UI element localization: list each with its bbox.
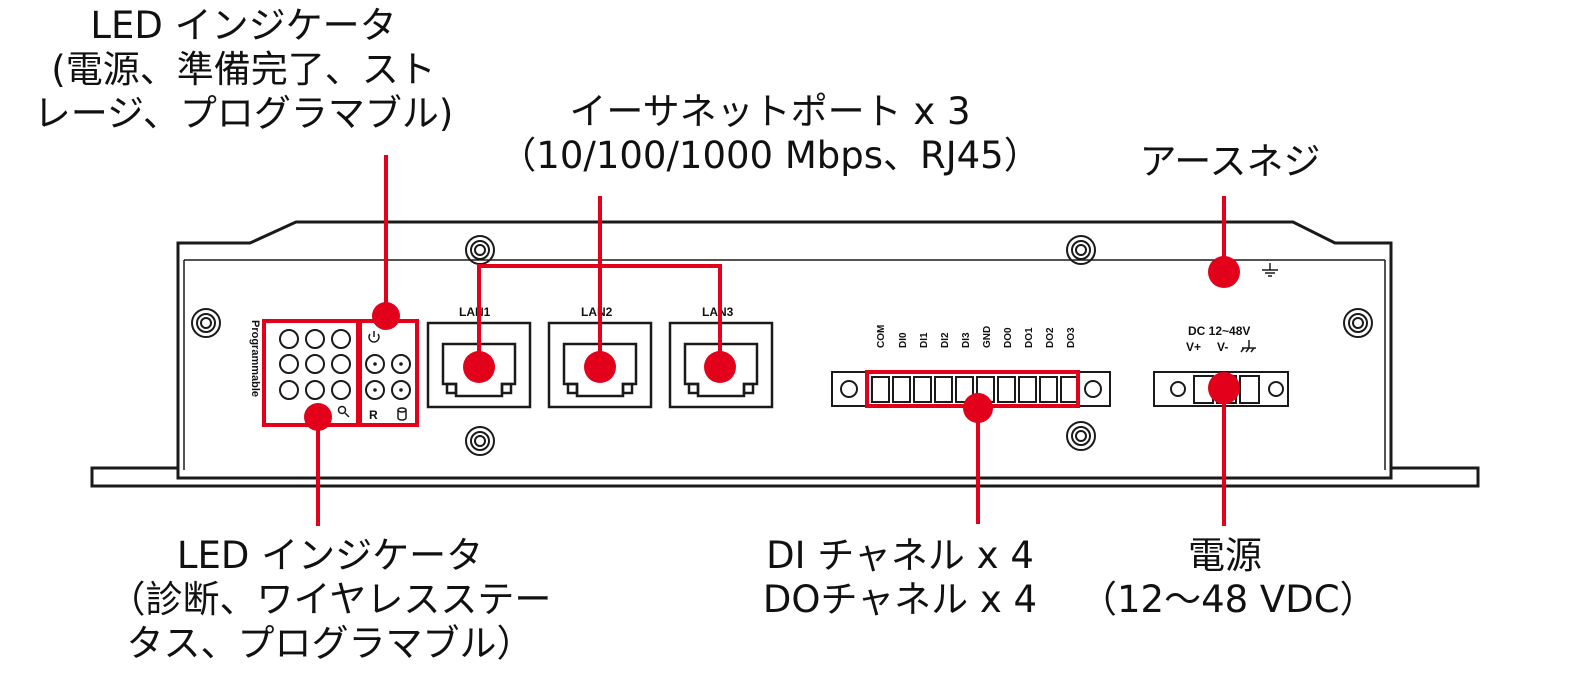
chassis-ground-icon [1240, 340, 1256, 353]
callout-line: タス、プログラマブル） [126, 622, 534, 665]
callout-line: LED インジケータ [90, 4, 397, 47]
screw-icon [1066, 235, 1096, 265]
dio-label: DO0 [1003, 327, 1014, 348]
mount-hole-icon [1170, 381, 1186, 397]
leader-line-ethernet [477, 196, 722, 367]
highlight-dot [304, 403, 332, 431]
led-indicator [279, 380, 299, 400]
device-chassis [176, 220, 1393, 480]
callout-line: レージ、プログラマブル) [33, 92, 454, 135]
highlight-dot [372, 302, 400, 330]
lan2-label: LAN2 [581, 305, 613, 319]
screw-icon [1343, 308, 1373, 338]
mount-hole-icon [1084, 380, 1102, 398]
callout-dio: DI チャネル x 4 DOチャネル x 4 [740, 534, 1060, 622]
status-led-grid [365, 354, 411, 400]
dc-voltage-label: DC 12~48V [1188, 324, 1250, 338]
led-r-label: R [369, 408, 378, 422]
callout-line: （診断、ワイヤレスステー [108, 578, 552, 621]
highlight-dot [463, 351, 495, 383]
highlight-dot [1208, 372, 1240, 404]
lan1-label: LAN1 [459, 305, 491, 319]
callout-line: アースネジ [1139, 140, 1321, 183]
dio-label: DO3 [1066, 327, 1077, 348]
programmable-led-grid [279, 329, 351, 400]
power-icon [368, 331, 380, 343]
programmable-label: Programmable [249, 320, 261, 397]
highlight-dot [1208, 256, 1240, 288]
dio-label: COM [876, 325, 887, 348]
search-icon [337, 405, 350, 418]
callout-led-status: LED インジケータ (電源、準備完了、スト レージ、プログラマブル) [6, 4, 481, 136]
screw-icon [1066, 421, 1096, 451]
led-indicator [365, 354, 385, 374]
callout-line: イーサネットポート x 3 [569, 90, 971, 133]
dc-pin-label: V- [1217, 340, 1228, 354]
dc-pin-label: V+ [1186, 340, 1201, 354]
dio-label: DI0 [898, 332, 909, 348]
screw-icon [191, 308, 221, 338]
mount-hole-icon [1268, 381, 1284, 397]
led-indicator [279, 354, 299, 374]
callout-line: DOチャネル x 4 [762, 578, 1038, 621]
highlight-dots [304, 256, 1240, 431]
lan3-label: LAN3 [702, 305, 734, 319]
screws [191, 235, 1373, 456]
dio-label: DI2 [940, 332, 951, 348]
highlight-dot [963, 393, 993, 423]
callout-power: 電源 （12～48 VDC） [1080, 534, 1377, 622]
callout-line: （12～48 VDC） [1080, 578, 1377, 621]
callout-ethernet: イーサネットポート x 3 （10/100/1000 Mbps、RJ45） [490, 90, 1050, 178]
dio-label: DI1 [919, 332, 930, 348]
earth-ground-icon [1262, 263, 1278, 277]
callout-line: LED インジケータ [176, 534, 484, 577]
dio-label: GND [982, 326, 993, 348]
dio-labels: COM DI0 DI1 DI2 DI3 GND DO0 DO1 DO2 DO3 [876, 325, 1077, 348]
callout-line: DI チャネル x 4 [766, 534, 1034, 577]
dio-label: DI3 [961, 332, 972, 348]
callout-line: (電源、準備完了、スト [51, 48, 436, 91]
highlight-dot [704, 351, 736, 383]
callout-earth: アースネジ [1110, 140, 1350, 184]
led-indicator [279, 329, 299, 349]
callout-led-diag: LED インジケータ （診断、ワイヤレスステー タス、プログラマブル） [70, 534, 590, 666]
mount-hole-icon [840, 380, 858, 398]
callout-line: （10/100/1000 Mbps、RJ45） [499, 134, 1041, 177]
screw-icon [465, 426, 495, 456]
highlight-dot [584, 351, 616, 383]
dio-label: DO2 [1045, 327, 1056, 348]
led-indicator [365, 380, 385, 400]
storage-icon [397, 407, 407, 421]
callout-line: 電源 [1188, 534, 1262, 577]
dio-label: DO1 [1024, 327, 1035, 348]
